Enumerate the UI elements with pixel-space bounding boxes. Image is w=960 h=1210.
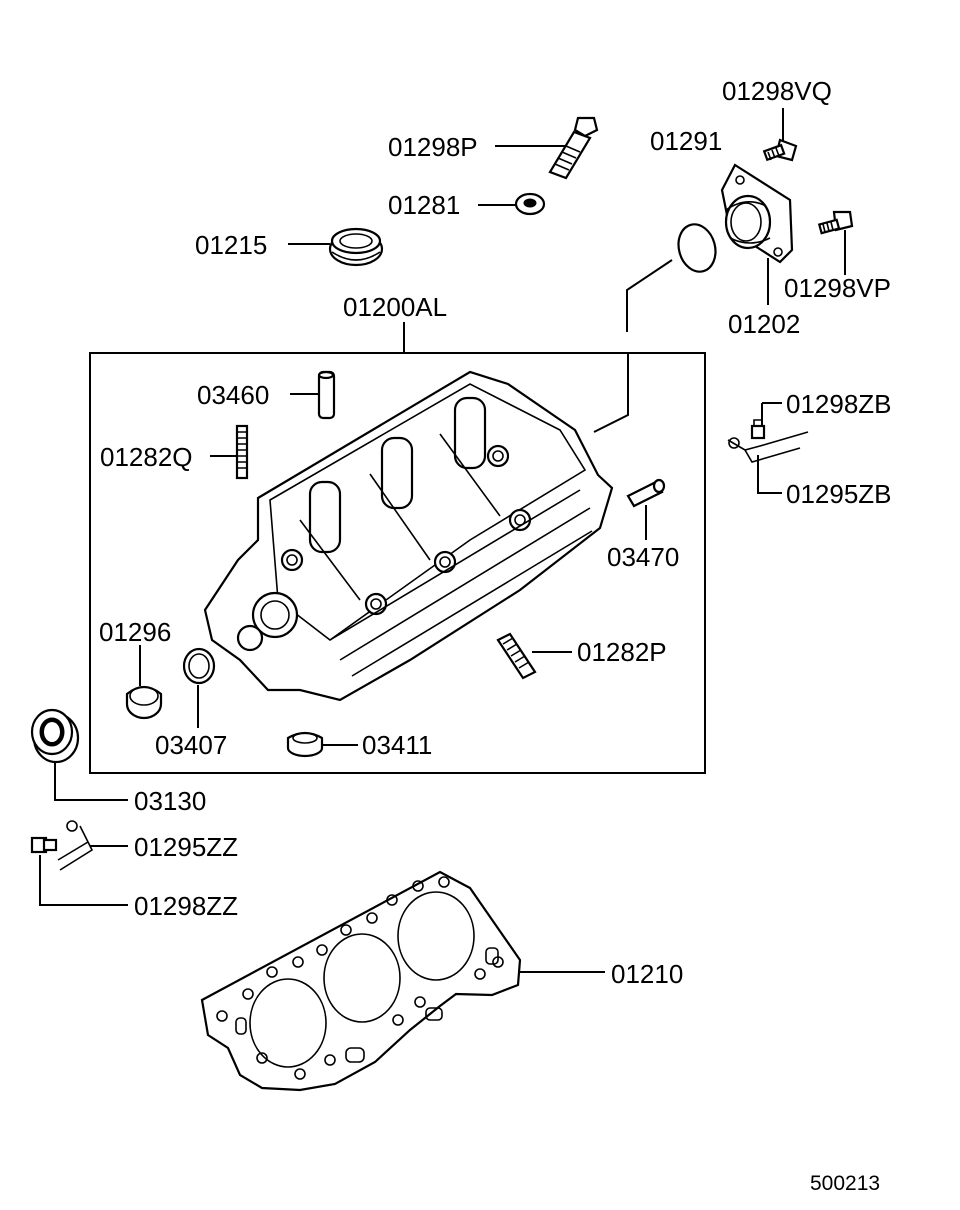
label-01282q: 01282Q xyxy=(100,442,193,472)
pin-03470-icon xyxy=(626,478,666,508)
label-01215: 01215 xyxy=(195,230,267,260)
bolt-01298p-icon xyxy=(548,116,599,180)
label-03460: 03460 xyxy=(197,380,269,410)
plug-01296-icon xyxy=(125,685,163,720)
housing-01202-icon xyxy=(720,163,794,264)
label-03130: 03130 xyxy=(134,786,206,816)
oil-seal-03130-icon xyxy=(30,708,80,764)
leader-lines xyxy=(39,108,846,973)
head-gasket-01210-icon xyxy=(200,870,522,1092)
label-01210: 01210 xyxy=(611,959,683,989)
washer-01281-icon xyxy=(514,192,546,216)
bolt-01298vq-icon xyxy=(762,138,798,162)
label-01298vp: 01298VP xyxy=(784,273,891,303)
stud-01282q-icon xyxy=(235,424,249,480)
label-01298zb: 01298ZB xyxy=(786,389,892,419)
label-01298vq: 01298VQ xyxy=(722,76,832,106)
figure-id: 500213 xyxy=(810,1172,880,1195)
part-labels: 01298VQ 01298P 01291 01281 01215 01298VP… xyxy=(99,76,892,1195)
label-01202: 01202 xyxy=(728,309,800,339)
label-03407: 03407 xyxy=(155,730,227,760)
label-01295zz: 01295ZZ xyxy=(134,832,238,862)
seal-03411-icon xyxy=(286,731,324,758)
label-01298p: 01298P xyxy=(388,132,478,162)
bracket-01295zz-icon xyxy=(30,820,94,871)
cylinder-head-01200al-icon xyxy=(203,370,614,702)
label-01282p: 01282P xyxy=(577,637,667,667)
stud-01282p-icon xyxy=(496,632,537,680)
o-ring-01291-icon xyxy=(677,223,717,273)
label-01298zz: 01298ZZ xyxy=(134,891,238,921)
seal-03407-icon xyxy=(182,647,216,685)
label-01295zb: 01295ZB xyxy=(786,479,892,509)
label-01281: 01281 xyxy=(388,190,460,220)
dowel-03460-icon xyxy=(317,370,336,420)
bracket-01295zb-icon xyxy=(727,419,809,463)
assembly-frame xyxy=(89,352,706,774)
label-01291: 01291 xyxy=(650,126,722,156)
bolt-01298vp-icon xyxy=(817,210,854,235)
label-01200al: 01200AL xyxy=(343,292,447,322)
label-03411: 03411 xyxy=(362,730,432,760)
label-01296: 01296 xyxy=(99,617,171,647)
seal-01215-icon xyxy=(328,227,384,267)
label-03470: 03470 xyxy=(607,542,679,572)
